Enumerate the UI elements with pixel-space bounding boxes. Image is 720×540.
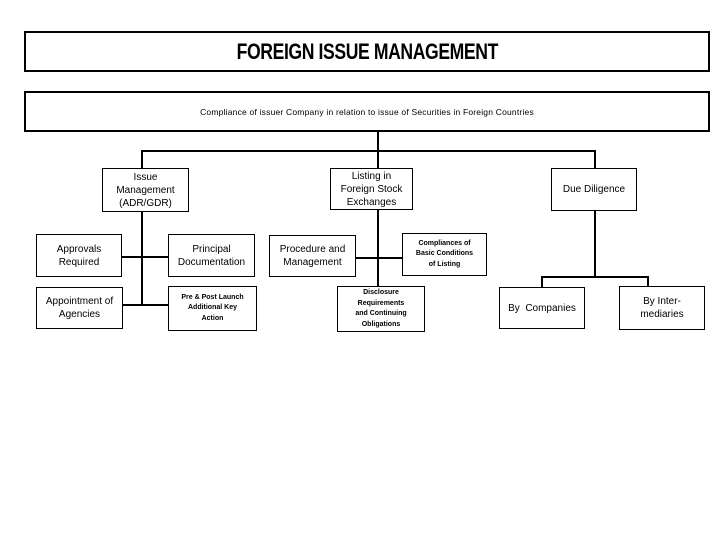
node-by-companies-label: By Companies (508, 302, 576, 314)
subtitle-text: Compliance of issuer Company in relation… (200, 106, 534, 117)
node-issue-management-label: Issue Management (ADR/GDR) (116, 171, 175, 209)
connector-due-tee (541, 276, 649, 278)
node-appointment-of-agencies: Appointment of Agencies (36, 287, 123, 329)
connector-drop-listing (377, 151, 379, 168)
node-compliances-of-listing: Compliances of Basic Conditions of Listi… (402, 233, 487, 276)
node-approvals-required: Approvals Required (36, 234, 122, 277)
node-by-intermediaries: By Inter- mediaries (619, 286, 705, 330)
node-issue-management: Issue Management (ADR/GDR) (102, 168, 189, 212)
subtitle-box: Compliance of issuer Company in relation… (24, 91, 710, 132)
node-listing-foreign-stock-exchanges: Listing in Foreign Stock Exchanges (330, 168, 413, 210)
connector-drop-due-diligence (594, 151, 596, 168)
node-by-intermediaries-label: By Inter- mediaries (640, 296, 684, 320)
node-disclosure-requirements: Disclosure Requirements and Continuing O… (337, 286, 425, 332)
connector-due-spine (594, 210, 596, 277)
node-listing-label: Listing in Foreign Stock Exchanges (340, 170, 403, 208)
connector-issue-row2-stub (121, 304, 169, 306)
connector-issue-spine (141, 211, 143, 306)
node-pre-post-launch-label: Pre & Post Launch Additional Key Action (181, 293, 244, 322)
connector-listing-row-stub (355, 257, 403, 259)
connector-listing-spine (377, 209, 379, 286)
node-disclosure-requirements-label: Disclosure Requirements and Continuing O… (355, 289, 407, 328)
connector-drop-issue (141, 151, 143, 168)
node-pre-post-launch-key-action: Pre & Post Launch Additional Key Action (168, 286, 257, 331)
page-title: FOREIGN ISSUE MANAGEMENT (236, 38, 498, 64)
node-procedure-and-management-label: Procedure and Management (279, 244, 346, 268)
node-due-diligence: Due Diligence (551, 168, 637, 211)
connector-drop-by-intermediaries (647, 277, 649, 287)
node-principal-documentation: Principal Documentation (168, 234, 255, 277)
connector-drop-by-companies (541, 277, 543, 287)
node-compliances-of-listing-label: Compliances of Basic Conditions of Listi… (415, 239, 474, 268)
connector-subtitle-to-main (377, 132, 379, 151)
node-due-diligence-label: Due Diligence (562, 184, 626, 195)
node-appointment-of-agencies-label: Appointment of Agencies (45, 296, 114, 320)
connector-issue-row1-stub (121, 256, 169, 258)
node-procedure-and-management: Procedure and Management (269, 235, 356, 277)
node-by-companies: By Companies (499, 287, 585, 329)
connector-main-horizontal (141, 150, 596, 152)
node-approvals-required-label: Approvals Required (56, 243, 102, 268)
title-box: FOREIGN ISSUE MANAGEMENT (24, 31, 710, 72)
node-principal-documentation-label: Principal Documentation (177, 243, 246, 268)
